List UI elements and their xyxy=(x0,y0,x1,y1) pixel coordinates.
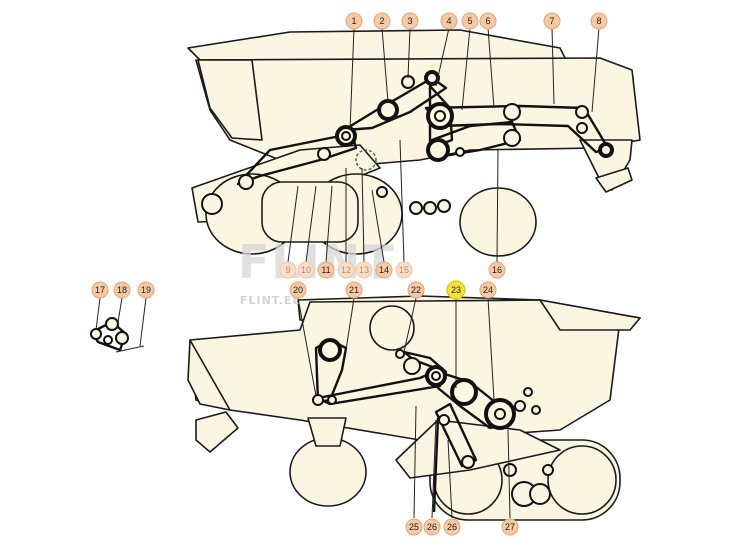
callout-23-highlighted[interactable]: 23 xyxy=(446,280,466,300)
callout-18[interactable]: 18 xyxy=(113,281,131,299)
tensioner-detail xyxy=(90,317,145,353)
callout-12[interactable]: 12 xyxy=(337,261,355,279)
leader-lines xyxy=(95,27,600,519)
svg-text:2: 2 xyxy=(379,16,384,26)
callout-19[interactable]: 19 xyxy=(137,281,155,299)
svg-text:4: 4 xyxy=(446,16,451,26)
watermark-logo: FLINT xyxy=(238,235,396,289)
svg-text:12: 12 xyxy=(341,265,351,275)
callout-11[interactable]: 11 xyxy=(317,261,335,279)
svg-text:18: 18 xyxy=(117,285,127,295)
callout-10[interactable]: 10 xyxy=(297,261,315,279)
svg-text:26: 26 xyxy=(427,522,437,532)
watermark-site: FLINT.EE xyxy=(240,294,301,307)
svg-text:21: 21 xyxy=(349,285,359,295)
callout-26[interactable]: 26 xyxy=(423,518,441,536)
svg-text:24: 24 xyxy=(483,285,493,295)
callout-2[interactable]: 2 xyxy=(373,12,391,30)
svg-text:11: 11 xyxy=(321,265,330,275)
svg-text:17: 17 xyxy=(95,285,105,295)
svg-text:26: 26 xyxy=(447,522,457,532)
callout-17[interactable]: 17 xyxy=(91,281,109,299)
svg-text:9: 9 xyxy=(285,265,290,275)
svg-text:6: 6 xyxy=(485,16,490,26)
svg-text:27: 27 xyxy=(505,522,515,532)
svg-text:20: 20 xyxy=(293,285,303,295)
callout-21[interactable]: 21 xyxy=(345,281,363,299)
svg-text:13: 13 xyxy=(359,265,369,275)
svg-text:5: 5 xyxy=(467,16,472,26)
svg-text:25: 25 xyxy=(409,522,419,532)
svg-text:1: 1 xyxy=(351,16,356,26)
callout-16[interactable]: 16 xyxy=(488,261,506,279)
top-combine xyxy=(187,29,641,257)
svg-text:19: 19 xyxy=(141,285,151,295)
callout-7[interactable]: 7 xyxy=(543,12,561,30)
callout-3[interactable]: 3 xyxy=(401,12,419,30)
callout-22[interactable]: 22 xyxy=(407,281,425,299)
callout-5[interactable]: 5 xyxy=(461,12,479,30)
callout-8[interactable]: 8 xyxy=(590,12,608,30)
callout-27[interactable]: 27 xyxy=(501,518,519,536)
callout-24[interactable]: 24 xyxy=(479,281,497,299)
callout-9[interactable]: 9 xyxy=(279,261,297,279)
callouts: 1 2 3 4 5 6 7 8 9 10 11 12 13 14 15 16 1… xyxy=(91,12,608,536)
svg-text:7: 7 xyxy=(549,16,554,26)
svg-text:23: 23 xyxy=(451,285,461,295)
callout-20[interactable]: 20 xyxy=(289,281,307,299)
bottom-combine xyxy=(187,295,641,521)
callout-13[interactable]: 13 xyxy=(355,261,373,279)
callout-26-second[interactable]: 26 xyxy=(443,518,461,536)
svg-text:14: 14 xyxy=(379,265,389,275)
callout-6[interactable]: 6 xyxy=(479,12,497,30)
svg-text:3: 3 xyxy=(407,16,412,26)
svg-text:8: 8 xyxy=(596,16,601,26)
callout-1[interactable]: 1 xyxy=(345,12,363,30)
callout-25[interactable]: 25 xyxy=(405,518,423,536)
svg-text:10: 10 xyxy=(301,265,311,275)
svg-text:16: 16 xyxy=(492,265,502,275)
rear-steer-wheel xyxy=(289,437,367,507)
callout-14[interactable]: 14 xyxy=(375,261,393,279)
watermark: FLINT FLINT.EE xyxy=(238,235,396,307)
callout-15[interactable]: 15 xyxy=(395,261,413,279)
callout-4[interactable]: 4 xyxy=(440,12,458,30)
svg-text:15: 15 xyxy=(399,265,409,275)
svg-text:22: 22 xyxy=(411,285,421,295)
